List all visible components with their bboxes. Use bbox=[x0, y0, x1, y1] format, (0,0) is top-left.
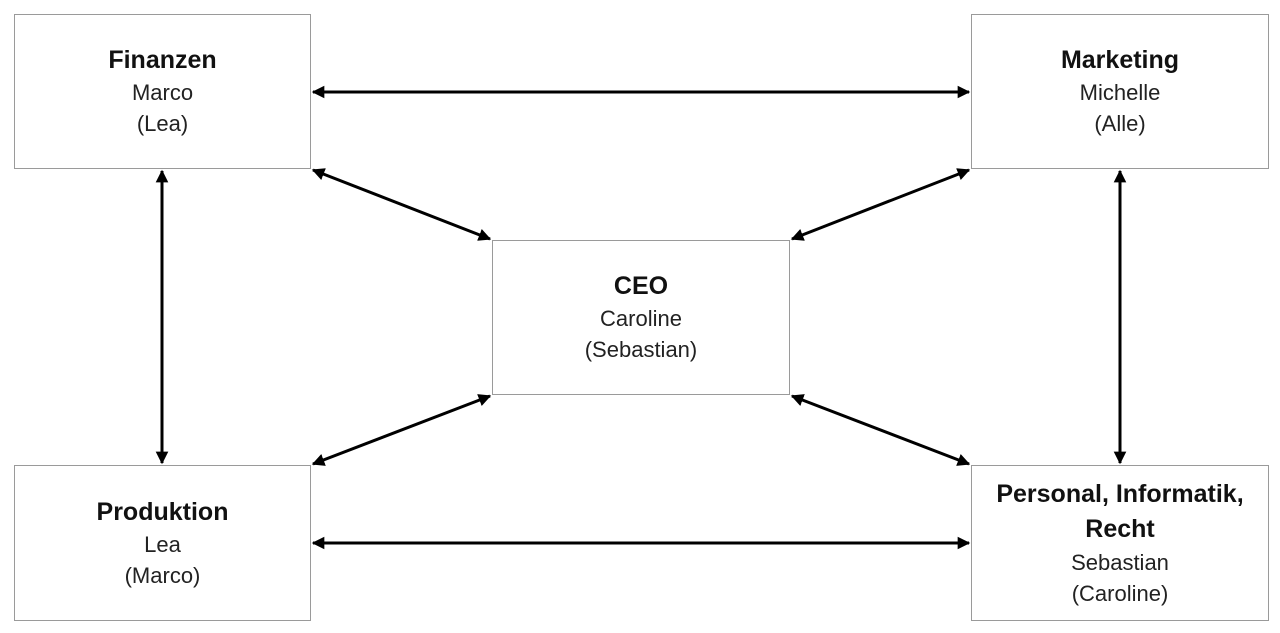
node-personal: Personal, Informatik, Recht Sebastian (C… bbox=[971, 465, 1269, 621]
node-personal-person: Sebastian bbox=[1071, 550, 1169, 575]
node-produktion: Produktion Lea (Marco) bbox=[14, 465, 311, 621]
node-finanzen-person: Marco bbox=[131, 80, 194, 105]
node-personal-deputy: (Caroline) bbox=[1071, 581, 1169, 606]
node-produktion-title: Produktion bbox=[96, 497, 229, 526]
node-ceo-person: Caroline bbox=[600, 306, 682, 331]
node-ceo-deputy: (Sebastian) bbox=[584, 337, 698, 362]
arrow-produktion-ceo bbox=[311, 394, 492, 466]
node-produktion-person: Lea bbox=[144, 531, 181, 557]
node-marketing-person: Michelle bbox=[1079, 80, 1161, 105]
node-finanzen-deputy: (Lea) bbox=[136, 111, 189, 136]
node-marketing: Marketing Michelle (Alle) bbox=[971, 14, 1269, 169]
node-marketing-deputy: (Alle) bbox=[1094, 111, 1146, 136]
node-personal-title-line2: Recht bbox=[1085, 515, 1155, 543]
node-produktion-deputy: (Marco) bbox=[124, 562, 201, 588]
node-finanzen-title: Finanzen bbox=[108, 46, 217, 74]
arrow-finanzen-ceo bbox=[311, 168, 492, 241]
node-ceo-title: CEO bbox=[613, 272, 669, 300]
node-finanzen: Finanzen Marco (Lea) bbox=[14, 14, 311, 169]
node-ceo: CEO Caroline (Sebastian) bbox=[492, 240, 790, 395]
arrow-personal-ceo bbox=[790, 394, 971, 466]
arrow-marketing-ceo bbox=[790, 168, 971, 241]
node-marketing-title: Marketing bbox=[1060, 46, 1180, 74]
node-personal-title-line1: Personal, Informatik, bbox=[996, 480, 1244, 508]
